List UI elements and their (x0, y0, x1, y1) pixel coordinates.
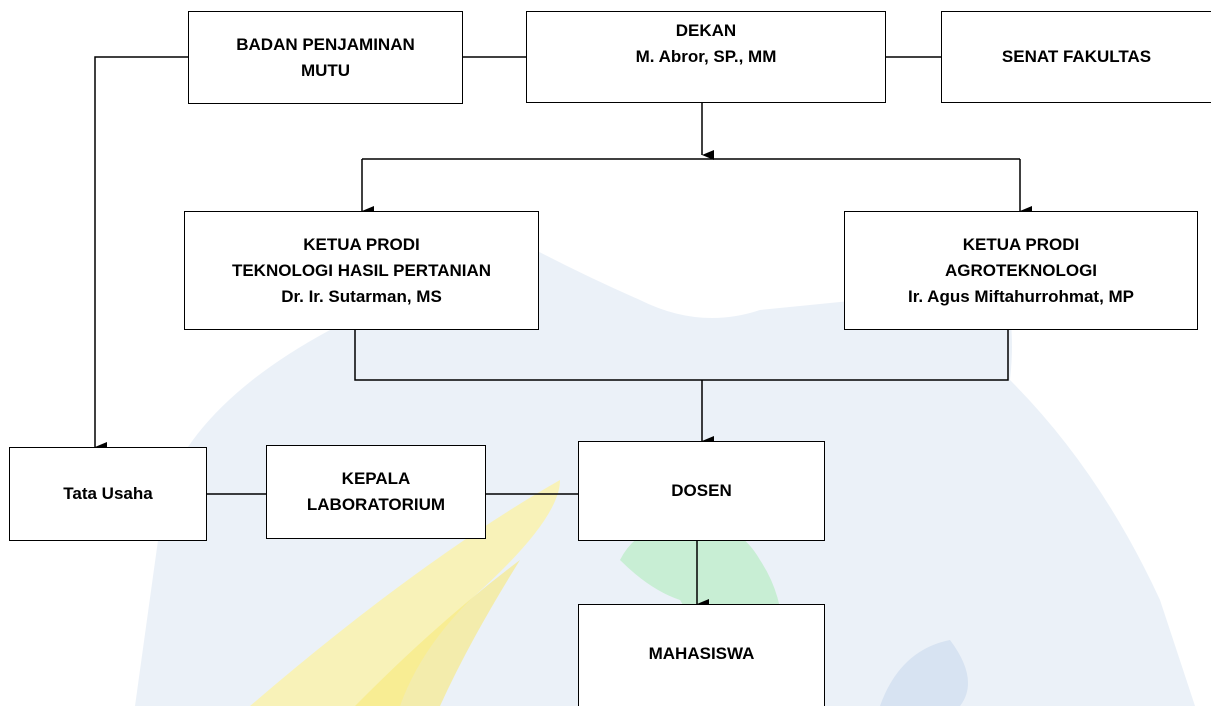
prodi-agro-head: Ir. Agus Miftahurrohmat, MP (907, 286, 1135, 306)
prodi-agroteknologi-box: KETUA PRODI AGROTEKNOLOGI Ir. Agus Mifta… (844, 211, 1198, 330)
prodi-thp-program: TEKNOLOGI HASIL PERTANIAN (231, 260, 492, 280)
prodi-thp-title: KETUA PRODI (303, 234, 420, 254)
senat-fakultas-label: SENAT FAKULTAS (1001, 47, 1152, 66)
kepala-lab-line2: LABORATORIUM (306, 495, 446, 514)
arrow-bpm-to-tatausaha (94, 56, 188, 452)
prodi-agro-program: AGROTEKNOLOGI (944, 260, 1098, 280)
badan-penjaminan-mutu-box: BADAN PENJAMINAN MUTU (188, 11, 463, 104)
dekan-box: DEKAN M. Abror, SP., MM (526, 11, 886, 103)
dekan-title: DEKAN (675, 21, 737, 40)
connector-prodi-merge (354, 330, 1009, 381)
bpm-title-line2: MUTU (300, 60, 351, 80)
prodi-thp-head: Dr. Ir. Sutarman, MS (281, 286, 442, 306)
kepala-lab-line1: KEPALA (341, 469, 411, 488)
mahasiswa-label: MAHASISWA (648, 643, 755, 663)
kepala-laboratorium-box: KEPALA LABORATORIUM (266, 445, 486, 539)
seal-wheat-shape-inner (355, 560, 520, 706)
dosen-box: DOSEN (578, 441, 825, 541)
seal-letter-shape (880, 640, 968, 706)
bpm-title-line1: BADAN PENJAMINAN (236, 34, 415, 54)
mahasiswa-box: MAHASISWA (578, 604, 825, 706)
prodi-agro-title: KETUA PRODI (962, 234, 1080, 254)
dosen-label: DOSEN (671, 481, 732, 500)
dekan-name: M. Abror, SP., MM (635, 47, 777, 66)
tata-usaha-label: Tata Usaha (63, 484, 153, 503)
prodi-thp-box: KETUA PRODI TEKNOLOGI HASIL PERTANIAN Dr… (184, 211, 539, 330)
tata-usaha-box: Tata Usaha (9, 447, 207, 541)
senat-fakultas-box: SENAT FAKULTAS (941, 11, 1211, 103)
